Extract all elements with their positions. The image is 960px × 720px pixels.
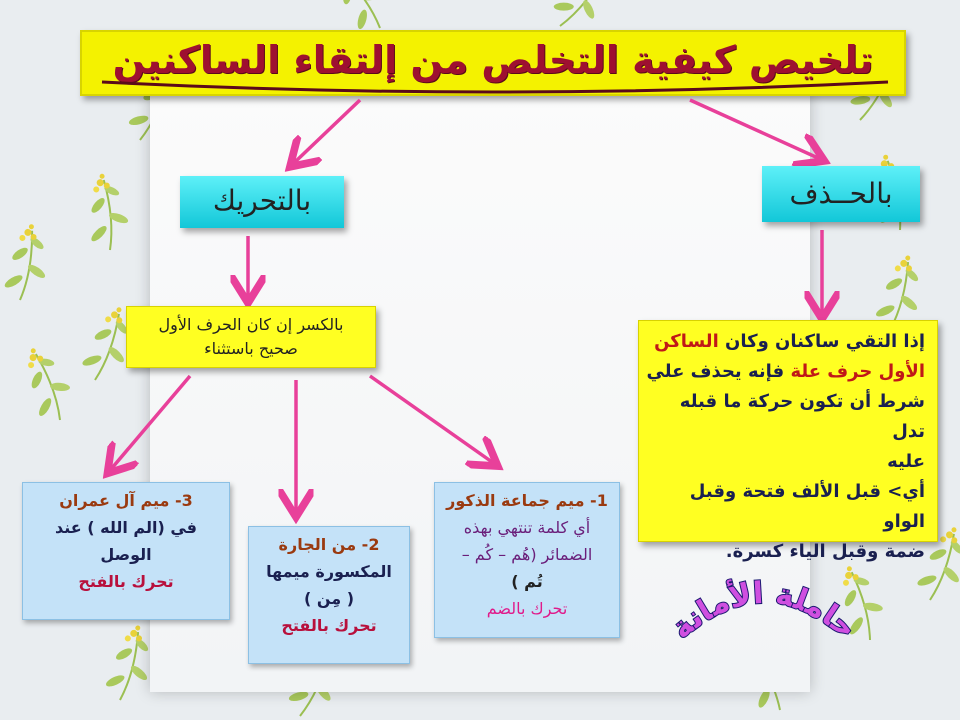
case1-line2: أي كلمة تنتهي بهذه xyxy=(463,518,591,537)
hadhf-line3: شرط أن تكون حركة ما قبله تدل xyxy=(679,391,925,442)
case1-line1: 1- ميم جماعة الذكور xyxy=(446,491,608,510)
title-underline xyxy=(101,80,889,94)
arrow-mid-to-case3 xyxy=(112,374,192,468)
case1-line4: تُم ) xyxy=(511,572,543,591)
case1-line3: الضمائر (هُم – كُم – xyxy=(461,545,593,564)
case1-box: 1- ميم جماعة الذكور أي كلمة تنتهي بهذه ا… xyxy=(434,482,620,638)
kasr-rule-box: بالكسر إن كان الحرف الأول صحيح باستثناء xyxy=(126,306,376,368)
arrow-mid-to-case1 xyxy=(368,374,492,462)
branch-hadhf: بالحــذف xyxy=(762,166,920,222)
case2-line4: تحرك بالفتح xyxy=(281,616,377,635)
branch-tahrik: بالتحريك xyxy=(180,176,344,228)
hadhf-line6: ضمة وقبل الياء كسرة. xyxy=(725,541,925,562)
case1-line5: تحرك بالضم xyxy=(486,599,568,618)
stamp-text: حاملة الأمانة xyxy=(664,574,864,647)
case2-line3: ( مِن ) xyxy=(303,589,355,608)
signature-stamp: حاملة الأمانة xyxy=(664,574,864,647)
kasr-rule-line2: صحيح باستثناء xyxy=(204,339,298,358)
title-banner: تلخيص كيفية التخلص من إلتقاء الساكنين xyxy=(80,30,906,96)
hadhf-line2: الأول حرف علة فإنه يحذف علي xyxy=(646,361,925,382)
page-title: تلخيص كيفية التخلص من إلتقاء الساكنين xyxy=(112,38,874,82)
svg-text:حاملة الأمانة: حاملة الأمانة xyxy=(665,575,864,646)
case3-line1: 3- ميم آل عمران xyxy=(59,491,193,510)
arrow-title-to-hadhf xyxy=(689,98,818,158)
hadhf-rule-box: إذا التقي ساكنان وكان الساكن الأول حرف ع… xyxy=(638,320,938,562)
case2-line1: 2- من الجارة xyxy=(278,535,380,554)
arrow-title-to-tahrik xyxy=(295,98,362,162)
case3-box: 3- ميم آل عمران في (الم الله ) عند الوصل… xyxy=(22,482,230,620)
kasr-rule-line1: بالكسر إن كان الحرف الأول xyxy=(158,315,344,334)
hadhf-line5: أي> قبل الألف فتحة وقبل الواو xyxy=(689,481,925,532)
case3-line2: في (الم الله ) عند xyxy=(54,518,198,537)
case2-line2: المكسورة ميمها xyxy=(266,562,392,581)
hadhf-line4: عليه xyxy=(887,451,925,472)
case3-line4: تحرك بالفتح xyxy=(78,572,174,591)
case2-box: 2- من الجارة المكسورة ميمها ( مِن ) تحرك… xyxy=(248,526,410,664)
hadhf-line1: إذا التقي ساكنان وكان الساكن xyxy=(654,331,925,352)
case3-line3: الوصل xyxy=(100,545,152,564)
